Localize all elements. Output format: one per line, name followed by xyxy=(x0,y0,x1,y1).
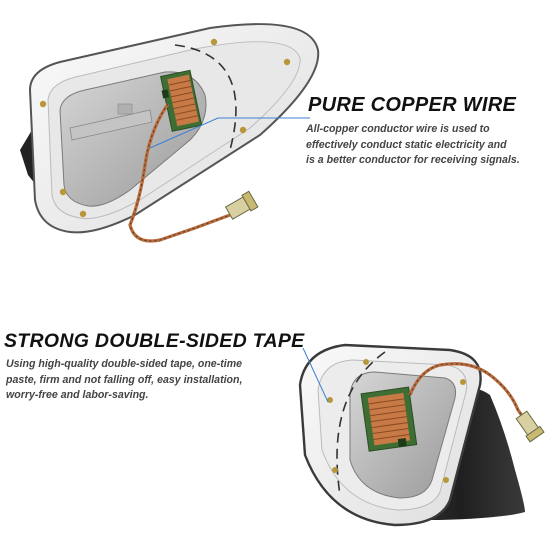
description-line: effectively conduct static electricity a… xyxy=(306,138,507,151)
screw xyxy=(210,38,218,46)
mounting-slot xyxy=(69,109,153,141)
bottom-antenna-side xyxy=(298,343,545,527)
screw xyxy=(460,379,466,385)
description-line: All-copper conductor wire is used to xyxy=(306,123,490,135)
copper-wire xyxy=(408,362,527,421)
wire-connector xyxy=(224,190,259,220)
screw xyxy=(332,467,338,473)
screw xyxy=(283,58,291,66)
screw xyxy=(239,126,247,134)
feature-description-double-sided-tape: Using high-quality double-sided tape, on… xyxy=(6,357,242,404)
screw xyxy=(363,359,369,365)
screw xyxy=(59,188,67,196)
wire-connector xyxy=(515,410,545,443)
screw xyxy=(327,397,333,403)
feature-title-double-sided-tape: STRONG DOUBLE-SIDED TAPE xyxy=(4,330,305,352)
top-antenna-underside xyxy=(20,23,320,243)
callout-line-copper xyxy=(149,117,310,149)
screw xyxy=(39,100,47,108)
screw xyxy=(79,210,87,218)
circuit-board xyxy=(360,386,418,452)
description-line: Using high-quality double-sided tape, on… xyxy=(6,358,243,370)
callout-line-tape xyxy=(302,347,329,403)
screw xyxy=(443,477,449,483)
feature-description-copper-wire: All-copper conductor wire is used to eff… xyxy=(306,122,520,169)
shell-dashed-line xyxy=(174,44,237,151)
shell-dashed-line xyxy=(336,351,386,496)
circuit-board xyxy=(160,69,203,132)
feature-title-copper-wire: PURE COPPER WIRE xyxy=(308,94,517,116)
description-line: worry-free and labor-saving. xyxy=(6,389,149,401)
mounting-post xyxy=(117,103,133,115)
description-line: paste, firm and not falling off, easy in… xyxy=(6,373,243,386)
description-line: is a better conductor for receiving sign… xyxy=(306,154,520,166)
copper-wire-dark xyxy=(129,103,231,242)
